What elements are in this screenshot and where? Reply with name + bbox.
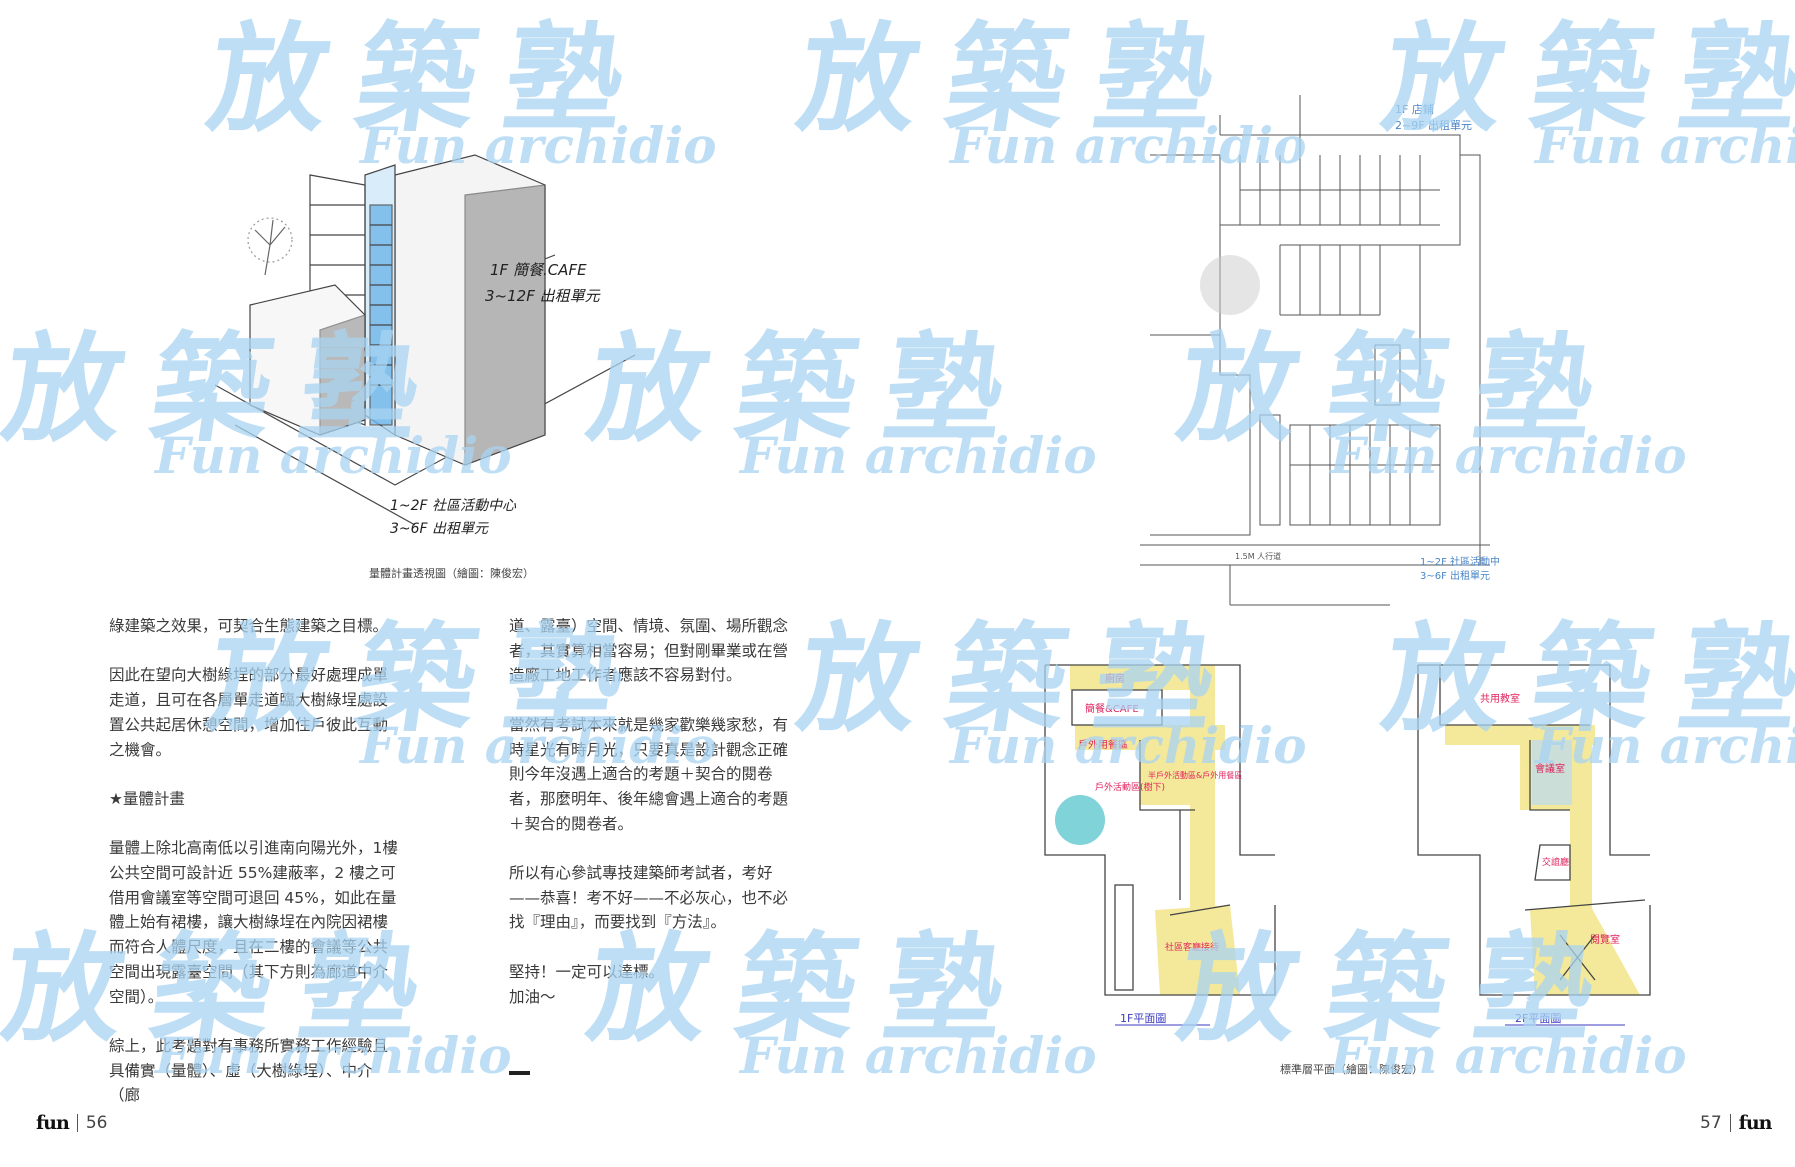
- paragraph: 因此在望向大樹綠埕的部分最好處理成單走道，且可在各層單走道臨大樹綠埕處設置公共起…: [109, 666, 389, 759]
- paragraph: 綠建築之效果，可契合生態建築之目標。: [109, 617, 389, 635]
- room-outdoor-dining: 戶外用餐區: [1078, 738, 1128, 751]
- fun-logo: fun: [36, 1112, 70, 1134]
- folio-divider: [76, 1114, 78, 1132]
- annotation-sidewalk: 1.5M 人行道: [1235, 551, 1281, 561]
- paragraph: 綜上，此考題對有事務所實務工作經驗且具備實（量體）、虛（大樹綠埕）、中介（廊: [109, 1036, 389, 1105]
- room-outdoor-activity: 戶外活動區(樹下): [1095, 781, 1165, 793]
- right-folio: 57 fun: [1700, 1112, 1773, 1134]
- sketch-label-1f-cafe: 1F 簡餐.CAFE: [490, 261, 587, 279]
- room-meeting: 會議室: [1535, 762, 1565, 775]
- site-plan-sketch: 1F 店鋪 2~9F 出租單元 1~2F 社區活動中心 3~6F 出租單元 1.…: [1140, 95, 1510, 615]
- end-mark: [509, 1071, 530, 1075]
- annotation-1f-shop: 1F 店鋪: [1395, 102, 1434, 116]
- sketch-label-3-12f-rental: 3~12F 出租單元: [485, 287, 601, 305]
- paragraph: 道、露臺）空間、情境、氛圍、場所觀念者，其實算相當容易；但對剛畢業或在營造廠工地…: [509, 617, 789, 685]
- room-kitchen: 廚房: [1105, 672, 1125, 685]
- room-semi-outdoor: 半戶外活動區&戶外用餐區: [1148, 770, 1242, 780]
- folio-divider: [1729, 1114, 1731, 1132]
- paragraph: 所以有心參試專技建築師考試者，考好——恭喜！考不好——不必灰心，也不必找『理由』…: [509, 864, 789, 932]
- paragraph: 當然有考試本來就是幾家歡樂幾家愁，有時星光有時月光，只要真是設計觀念正確則今年沒…: [509, 715, 789, 833]
- floor-plan-caption: 標準層平面（繪圖：陳俊宏）: [1280, 1063, 1423, 1076]
- room-reading: 閱覽室: [1590, 933, 1620, 946]
- body-column-2: 道、露臺）空間、情境、氛圍、場所觀念者，其實算相當容易；但對剛畢業或在營造廠工地…: [509, 614, 799, 1034]
- sketch-label-3-6f-rental: 3~6F 出租單元: [390, 521, 489, 537]
- room-community-lounge: 社區客廳接待: [1165, 941, 1219, 953]
- annotation-2-9f-rental: 2~9F 出租單元: [1395, 118, 1472, 132]
- perspective-caption: 量體計畫透視圖（繪圖：陳俊宏）: [369, 567, 534, 580]
- massing-perspective-sketch: 1F 簡餐.CAFE 3~12F 出租單元 1~2F 社區活動中心 3~6F 出…: [214, 135, 705, 555]
- page-number: 57: [1700, 1113, 1722, 1133]
- section-heading: ★量體計畫: [109, 789, 185, 808]
- plan-1f-title: 1F平面圖: [1120, 1012, 1166, 1025]
- sketch-label-1-2f-community: 1~2F 社區活動中心: [390, 498, 517, 514]
- floor-plan-2f: 共用教室 會議室 交誼廳 閱覽室 2F平面圖: [1410, 650, 1660, 1030]
- paragraph: 加油～: [509, 987, 556, 1006]
- paragraph: 量體上除北高南低以引進南向陽光外，1樓公共空間可設計近 55%建蔽率，2 樓之可…: [109, 839, 398, 1006]
- fun-logo: fun: [1738, 1112, 1773, 1134]
- page-number: 56: [85, 1113, 108, 1133]
- body-column-1: 綠建築之效果，可契合生態建築之目標。 因此在望向大樹綠埕的部分最好處理成單走道，…: [109, 614, 399, 1133]
- room-lounge: 交誼廳: [1542, 856, 1569, 868]
- room-shared-classroom: 共用教室: [1480, 692, 1520, 705]
- annotation-3-6f-rental: 3~6F 出租單元: [1420, 569, 1490, 582]
- annotation-1-2f-community: 1~2F 社區活動中心: [1420, 555, 1500, 568]
- left-folio: fun 56: [36, 1112, 107, 1134]
- paragraph: 堅持！一定可以達標。: [509, 962, 665, 981]
- floor-plan-1f: 廚房 簡餐&CAFE 戶外用餐區 半戶外活動區&戶外用餐區 戶外活動區(樹下) …: [1040, 650, 1280, 1030]
- room-cafe: 簡餐&CAFE: [1085, 702, 1139, 715]
- plan-2f-title: 2F平面圖: [1515, 1012, 1561, 1025]
